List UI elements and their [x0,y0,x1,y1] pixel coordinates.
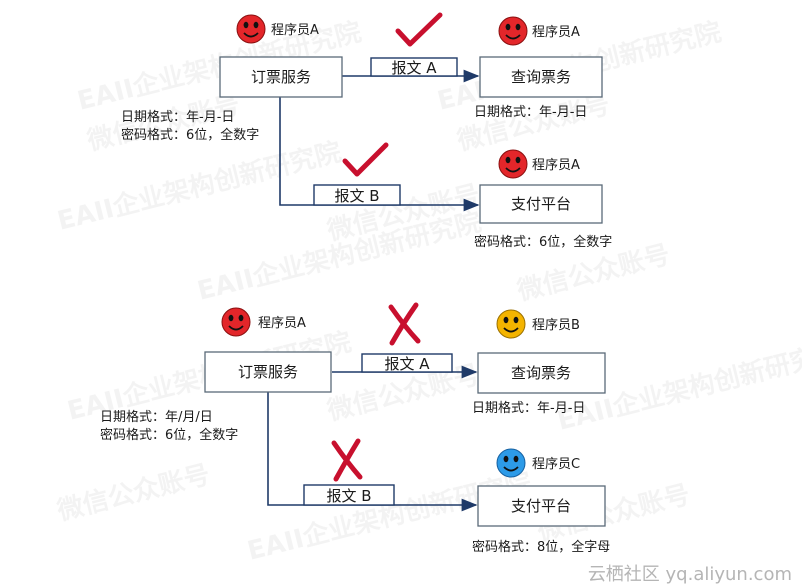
programmer-label: 程序员A [532,25,580,40]
service-box-label: 查询票务 [511,68,571,86]
format-note: 日期格式：年-月-日 [474,104,587,120]
programmer-label: 程序员B [532,318,580,333]
cross-icon [331,438,363,482]
connector-arrow [279,96,480,212]
service-box-payment [477,485,606,527]
watermark-text: 微信公众账号 [53,459,213,527]
service-box-label: 支付平台 [511,497,571,515]
red-smiley-icon [498,149,528,179]
check-icon [342,142,389,177]
message-label: 报文 B [334,187,379,205]
service-box-ticket-query [477,352,606,394]
message-label: 报文 A [384,355,430,373]
message-badge [303,484,395,506]
service-box-ticketing [204,351,332,393]
format-note: 日期格式：年/月/日 [100,409,213,425]
service-box-ticket-query [479,56,603,98]
format-note: 密码格式：6位，全数字 [474,234,612,250]
message-badge [370,57,458,77]
programmer-label: 程序员C [532,457,580,472]
service-box-label: 订票服务 [251,68,311,86]
blue-smiley-icon [496,448,526,478]
programmer-label: 程序员A [258,316,306,331]
message-badge [313,184,401,206]
service-box-label: 查询票务 [511,364,571,382]
programmer-label: 程序员A [532,158,580,173]
red-smiley-icon [221,307,251,337]
diagram-incompatible: 订票服务 程序员A 日期格式：年/月/日 密码格式：6位，全数字 报文 A 查询… [100,302,610,555]
check-icon [395,12,443,47]
service-box-payment [479,184,603,224]
red-smiley-icon [498,16,528,46]
watermark-layer: EAII企业架构创新研究院 微信公众账号 EAII企业架构创新研究院 微信公众账… [53,16,802,567]
service-box-label: 支付平台 [511,195,571,213]
format-note: 密码格式：8位，全字母 [472,539,610,555]
format-note: 密码格式：6位，全数字 [100,427,238,443]
connector-arrow [267,391,478,512]
service-box-ticketing [219,56,343,98]
format-note: 日期格式：年-月-日 [121,109,234,125]
service-box-label: 订票服务 [238,363,298,381]
programmer-label: 程序员A [271,23,319,38]
diagram-compatible: 订票服务 程序员A 日期格式：年-月-日 密码格式：6位，全数字 报文 A 查询… [121,12,612,250]
yellow-smiley-icon [496,309,526,339]
message-label: 报文 B [326,487,371,505]
message-badge [361,353,453,373]
message-label: 报文 A [391,59,437,77]
format-note: 日期格式：年-月-日 [472,400,585,416]
format-note: 密码格式：6位，全数字 [121,127,259,143]
cross-icon [388,302,421,346]
footer-watermark: 云栖社区 yq.aliyun.com [588,564,792,585]
red-smiley-icon [236,14,266,44]
